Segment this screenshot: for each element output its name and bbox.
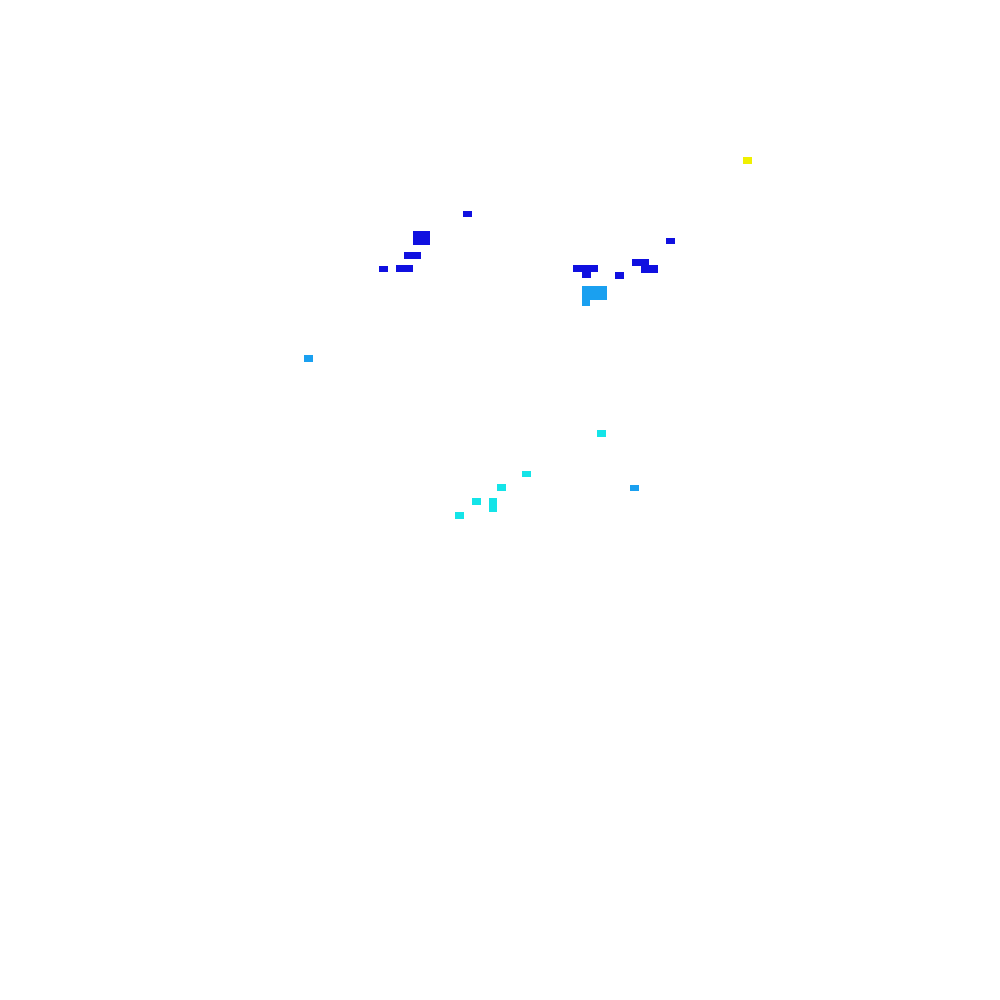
sky-blue-cell-1 <box>582 286 607 300</box>
dark-blue-cell-8 <box>641 265 658 273</box>
dark-blue-cell-16 <box>582 267 587 271</box>
dark-blue-cell-7 <box>632 259 649 266</box>
sky-blue-cell-4 <box>630 485 639 491</box>
dark-blue-cell-3 <box>404 252 421 259</box>
cyan-cells <box>455 430 606 519</box>
dark-blue-cells <box>379 211 675 279</box>
sky-blue-cell-3 <box>304 355 313 362</box>
dark-blue-cell-4 <box>379 266 388 272</box>
dark-blue-cell-14 <box>634 261 640 265</box>
sky-blue-cell-5 <box>586 297 591 300</box>
dark-blue-cell-6 <box>666 238 675 244</box>
cyan-cell-7 <box>599 432 603 435</box>
dark-blue-cell-11 <box>582 271 591 278</box>
sky-blue-cells <box>304 286 639 491</box>
dark-blue-cell-1 <box>463 211 472 217</box>
dark-blue-cell-12 <box>589 265 597 271</box>
sky-blue-cell-2 <box>582 299 590 306</box>
cyan-cell-3 <box>497 484 506 491</box>
dark-blue-cell-15 <box>652 267 657 271</box>
cyan-cell-5 <box>489 498 497 512</box>
yellow-cell-1 <box>743 157 752 164</box>
cyan-cell-4 <box>472 498 481 505</box>
dark-blue-cell-5 <box>396 265 413 272</box>
cyan-cell-6 <box>455 512 464 519</box>
cyan-cell-2 <box>522 471 531 477</box>
dark-blue-cell-2 <box>413 231 430 245</box>
dark-blue-cell-13 <box>575 266 581 271</box>
dark-blue-cell-9 <box>615 272 624 279</box>
yellow-cells <box>743 157 752 164</box>
